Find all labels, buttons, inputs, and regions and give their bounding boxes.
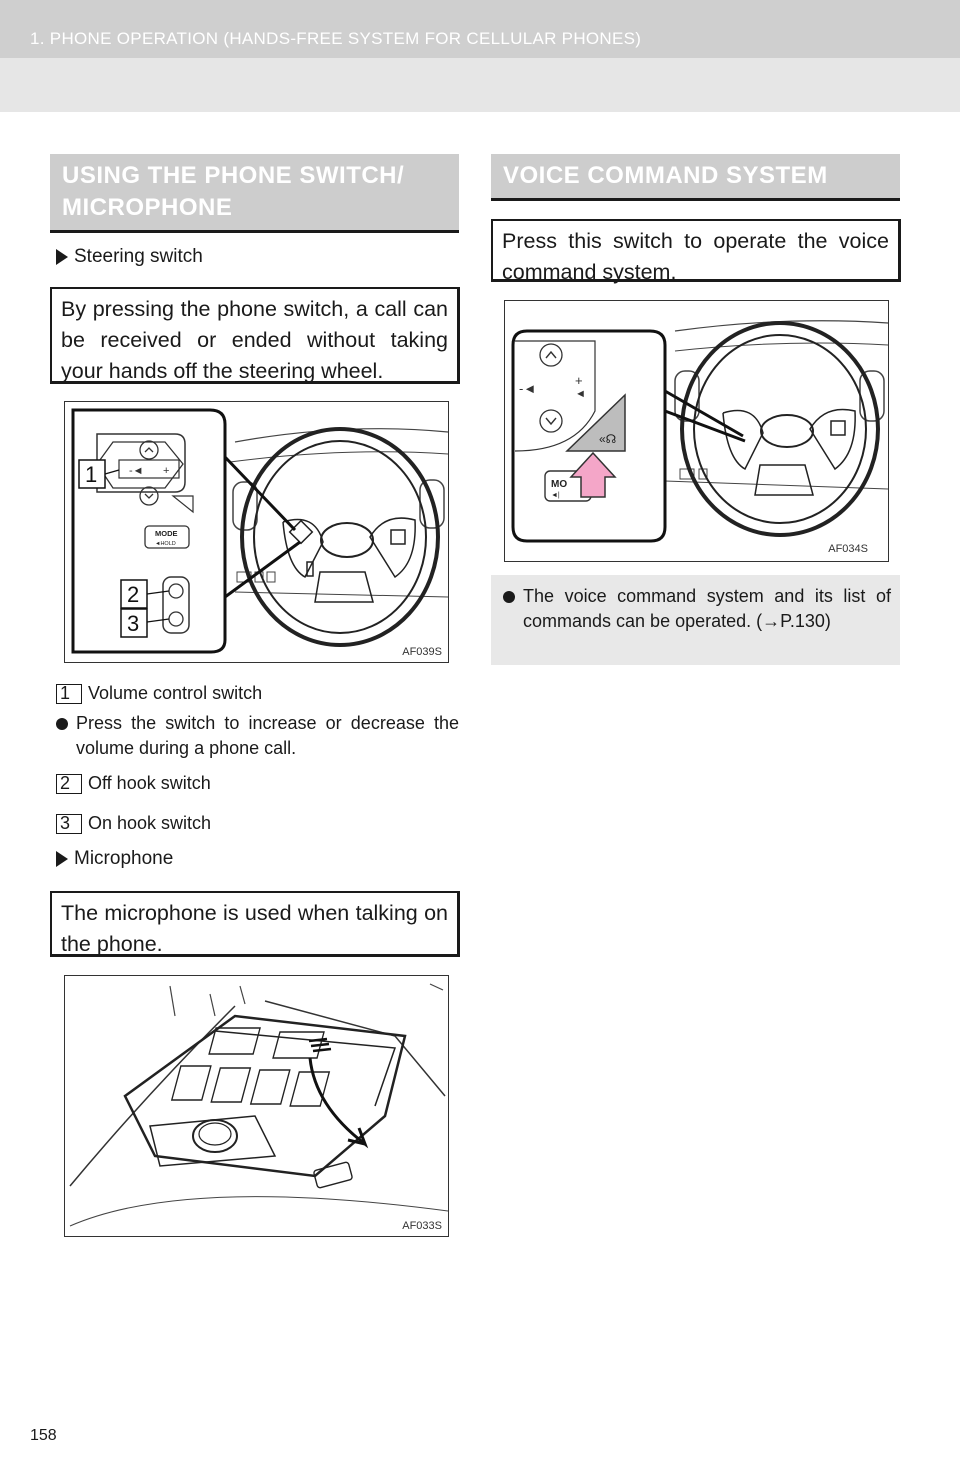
off-hook-label: Off hook switch	[88, 773, 211, 793]
voice-command-description: Press this switch to operate the voice c…	[491, 219, 901, 284]
chapter-title: 1. PHONE OPERATION (HANDS-FREE SYSTEM FO…	[30, 29, 642, 48]
callout-2: 2	[127, 582, 139, 607]
header-bar	[0, 0, 960, 58]
steering-switch-label: Steering switch	[74, 246, 203, 267]
triangle-bullet-icon	[56, 249, 68, 265]
bullet-dot-icon	[503, 591, 515, 603]
microphone-label: Microphone	[74, 848, 174, 869]
section-title-voice-command: VOICE COMMAND SYSTEM	[491, 154, 900, 201]
number-box-2: 2	[56, 773, 82, 794]
item-volume-control-switch: 1 Volume control switch	[56, 683, 262, 704]
steering-switch-heading: Steering switch	[56, 246, 203, 268]
item-on-hook-switch: 3 On hook switch	[56, 813, 211, 834]
bullet-dot-icon	[56, 718, 68, 730]
microphone-description: The microphone is used when talking on t…	[50, 891, 460, 957]
steering-switch-description: By pressing the phone switch, a call can…	[50, 287, 460, 384]
volume-note: Press the switch to increase or decrease…	[56, 711, 459, 761]
figure-code-af033s: AF033S	[402, 1220, 442, 1232]
on-hook-label: On hook switch	[88, 813, 212, 833]
voice-command-figure: -◄ + ◄ «☊ MO ◄| AF034S	[504, 300, 889, 562]
steering-switch-figure: -◄ + MODE ◄HOLD 1 2 3 AF039S	[64, 401, 449, 663]
svg-text:+: +	[163, 465, 169, 477]
microphone-heading: Microphone	[56, 848, 173, 870]
mo-label: MO	[551, 479, 567, 490]
item-off-hook-switch: 2 Off hook switch	[56, 773, 211, 794]
svg-text:+: +	[575, 373, 583, 388]
voice-command-note-text: The voice command system and its list of…	[523, 586, 891, 631]
svg-text:-◄: -◄	[129, 465, 144, 477]
steering-switch-illustration: -◄ + MODE ◄HOLD 1 2 3	[71, 408, 448, 654]
mode-label: MODE	[155, 529, 178, 538]
callout-3: 3	[127, 611, 139, 636]
section-title-phone-switch: USING THE PHONE SWITCH/ MICROPHONE	[50, 154, 459, 233]
callout-1: 1	[85, 462, 97, 487]
triangle-bullet-icon	[56, 851, 68, 867]
voice-command-note-item: The voice command system and its list of…	[503, 584, 891, 634]
voice-command-illustration: -◄ + ◄ «☊ MO ◄|	[511, 320, 888, 543]
page-number: 158	[30, 1427, 57, 1444]
microphone-illustration	[69, 983, 448, 1227]
section-title-line1: USING THE PHONE SWITCH/	[62, 162, 405, 189]
section-title-line2: MICROPHONE	[62, 194, 233, 221]
figure-code-af034s: AF034S	[828, 543, 868, 555]
press-arrow-icon	[569, 451, 617, 498]
svg-text:◄|: ◄|	[551, 492, 560, 499]
hold-label: ◄HOLD	[155, 541, 176, 547]
microphone-figure: AF033S	[64, 975, 449, 1237]
svg-text:«☊: «☊	[599, 432, 616, 446]
svg-text:◄: ◄	[575, 388, 586, 400]
number-box-1: 1	[56, 683, 82, 704]
number-box-3: 3	[56, 813, 82, 834]
volume-note-text: Press the switch to increase or decrease…	[76, 713, 459, 758]
svg-text:-◄: -◄	[519, 381, 536, 396]
figure-code-af039s: AF039S	[402, 646, 442, 658]
volume-control-label: Volume control switch	[88, 683, 263, 703]
voice-command-note: The voice command system and its list of…	[491, 575, 900, 665]
